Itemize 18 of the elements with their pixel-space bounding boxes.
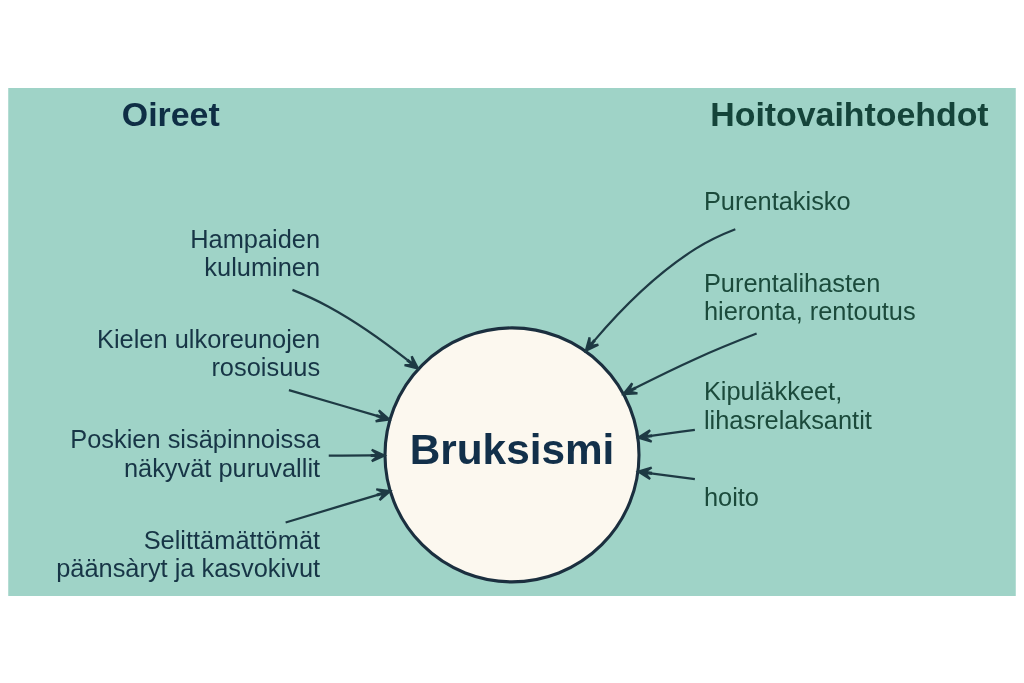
arrow (288, 388, 391, 423)
node-text: hoito (703, 482, 759, 511)
arrow (285, 487, 392, 524)
arrow (292, 288, 420, 370)
arrow (622, 332, 758, 395)
arrow (328, 448, 386, 462)
node-text: Selittämättömät päänsàryt ja kasvokivut (56, 525, 321, 582)
label: Oireet (121, 94, 220, 133)
node-text: Purentalihasten hieronta, rentoutus (703, 268, 916, 325)
arrow (637, 465, 695, 480)
node-text: Poskien sisäpinnoissa näkyvät puruvallit (70, 424, 321, 482)
label: Hoitovaihtoehdot (710, 94, 989, 133)
node-text: Kielen ulkoreunojen rosoisuus (97, 324, 321, 381)
node-text: Purentakisko (703, 186, 851, 215)
node-text: Kipuläkkeet, lihasrelaksantit (703, 376, 872, 434)
node-text: Hampaiden kuluminen (190, 224, 321, 281)
arrow (637, 428, 696, 443)
arrow (584, 227, 736, 352)
